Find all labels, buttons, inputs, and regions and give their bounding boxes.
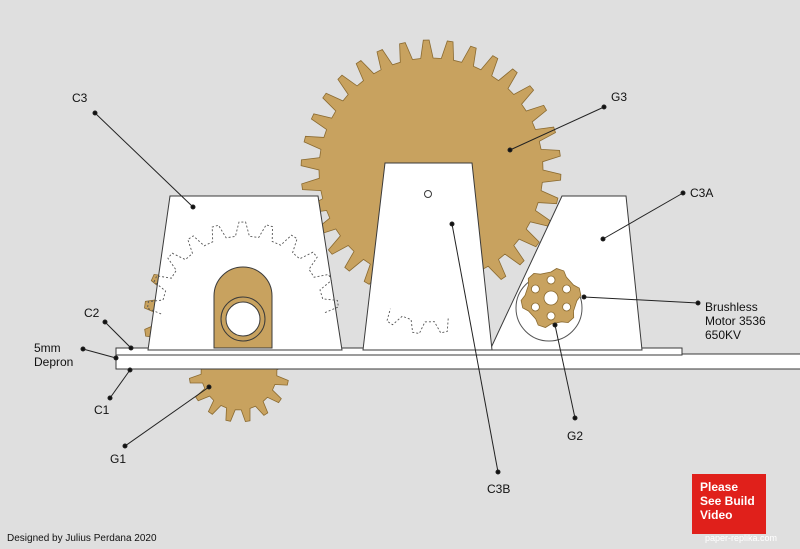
gear-c3b-dashed-outline	[386, 308, 449, 335]
gear-g2-spoke-hole	[531, 302, 540, 312]
label-c1: C1	[94, 403, 110, 417]
label-g2: G2	[567, 429, 583, 443]
gear-g2-spoke-hole	[546, 311, 556, 321]
gear-g2-spoke-hole	[546, 275, 556, 285]
depron-base-lower	[115, 353, 800, 370]
leader-c2	[104, 321, 132, 349]
leader-motor	[583, 296, 699, 304]
label-c3a: C3A	[690, 186, 713, 200]
leader-c1	[109, 369, 131, 399]
label-depron-line1: 5mm	[34, 341, 61, 355]
build-video-badge[interactable]: Please See Build Video	[692, 474, 766, 534]
leader-c3b	[451, 223, 499, 473]
gear-g2-spoke-hole	[531, 284, 540, 294]
panel-c3b-hole	[424, 190, 432, 198]
leader-c3a	[602, 192, 684, 240]
leader-depron	[82, 348, 117, 359]
label-motor-line3: 650KV	[705, 328, 741, 342]
gear-g2-spokes	[531, 275, 571, 321]
badge-line-3: Video	[700, 508, 733, 522]
gear-c3-dashed-outline	[147, 221, 339, 315]
label-g1: G1	[110, 452, 126, 466]
leader-g1	[124, 386, 210, 447]
label-c2: C2	[84, 306, 100, 320]
leader-g3	[509, 106, 605, 151]
label-depron-line2: Depron	[34, 355, 73, 369]
panel-c3b	[362, 162, 493, 351]
gear-g2-spoke-hole	[562, 302, 571, 312]
label-c3b: C3B	[487, 482, 510, 496]
designer-credit: Designed by Julius Perdana 2020	[7, 533, 157, 544]
label-motor-line2: Motor 3536	[705, 314, 766, 328]
badge-line-1: Please	[700, 480, 739, 494]
label-motor-line1: Brushless	[705, 300, 758, 314]
label-g3: G3	[611, 90, 627, 104]
gear-g2-spoke-hole	[562, 284, 571, 294]
watermark: paper-replika.com	[705, 533, 778, 543]
label-c3: C3	[72, 91, 88, 105]
gear-g2-hub	[543, 290, 559, 306]
badge-line-2: See Build	[700, 494, 755, 508]
leader-g2	[554, 324, 576, 419]
leader-c3	[94, 112, 194, 208]
bearing-inner	[225, 301, 261, 337]
